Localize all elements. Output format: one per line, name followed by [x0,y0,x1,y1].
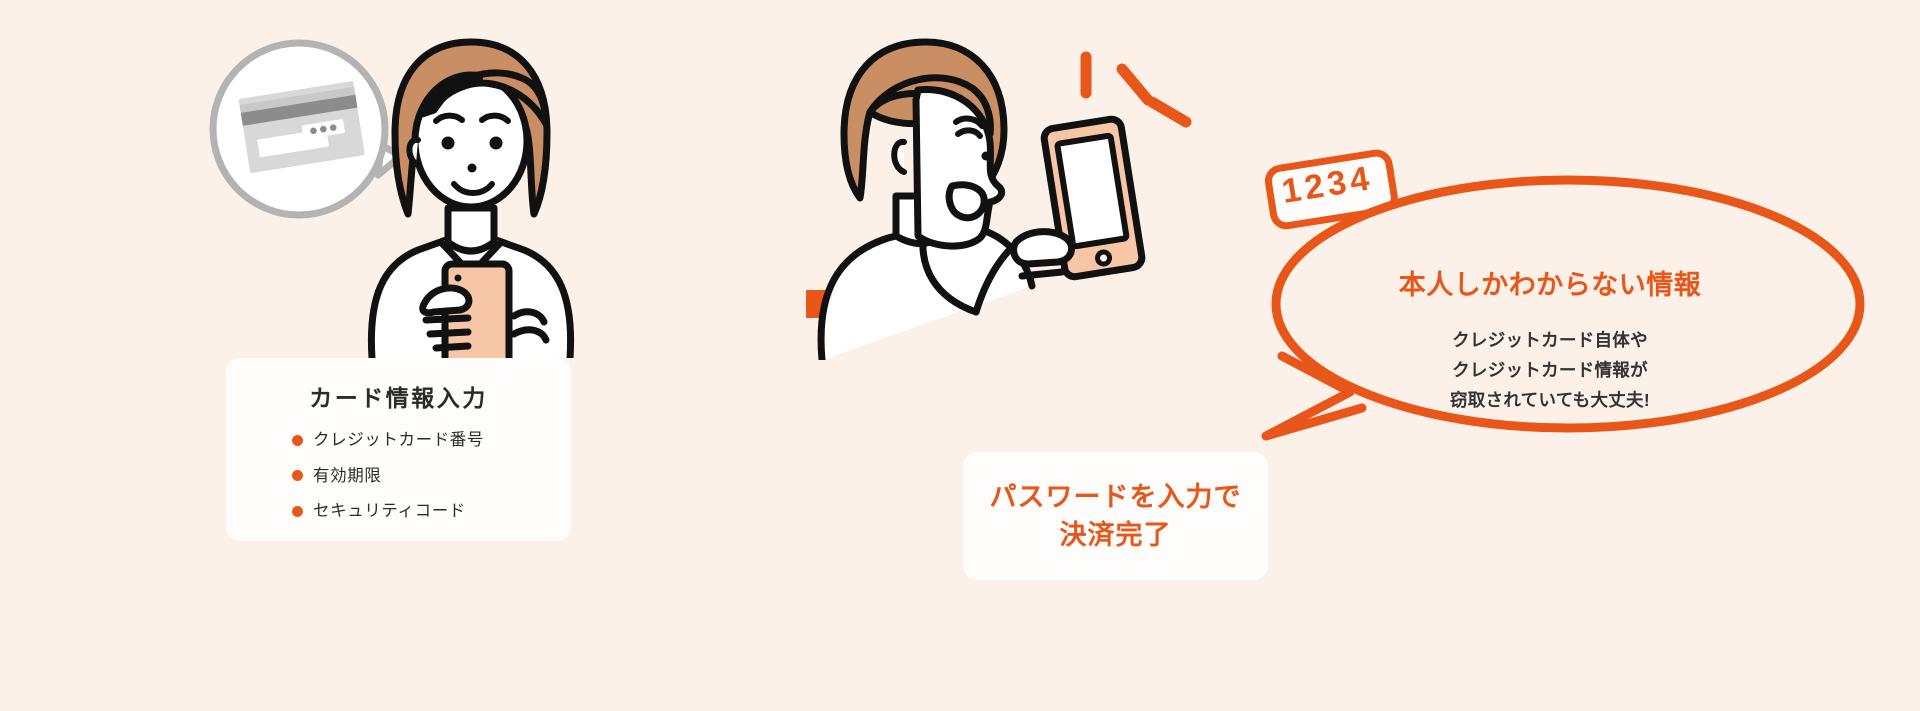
left-illustration [196,28,616,370]
payment-complete-text: パスワードを入力で 決済完了 [989,481,1242,550]
motion-lines [1080,51,1192,128]
woman-hands [419,284,550,352]
payment-complete-panel: パスワードを入力で 決済完了 [963,452,1268,580]
woman2-body [817,224,1036,364]
list-item-label: クレジットカード番号 [313,431,484,449]
list-item-label: セキュリティコード [313,502,466,520]
card-info-list: クレジットカード番号 有効期限 セキュリティコード [226,432,571,520]
speech-bubble-body: クレジットカード自体や クレジットカード情報が 窃取されていても大丈夫! [1449,330,1650,411]
card-info-panel: カード情報入力 クレジットカード番号 有効期限 セキュリティコード [226,358,571,541]
speech-bubble [1258,170,1868,465]
card-info-title: カード情報入力 [309,385,488,411]
list-item: セキュリティコード [292,503,571,520]
woman2-head [840,38,1008,250]
bullet-dot-icon [292,505,303,517]
speech-bubble-content: 本人しかわからない情報 クレジットカード自体や クレジットカード情報が 窃取され… [1310,272,1790,415]
bullet-dot-icon [292,470,303,482]
thought-bubble-card-icon [209,39,405,219]
speech-bubble-heading: 本人しかわからない情報 [1398,270,1702,300]
list-item: クレジットカード番号 [292,432,571,449]
bullet-dot-icon [292,434,303,446]
list-item: 有効期限 [292,466,571,485]
woman2-hand [1010,228,1076,280]
woman-neck [444,204,498,255]
list-item-label: 有効期限 [313,466,382,485]
woman-head [391,38,551,218]
right-illustration [800,30,1340,365]
